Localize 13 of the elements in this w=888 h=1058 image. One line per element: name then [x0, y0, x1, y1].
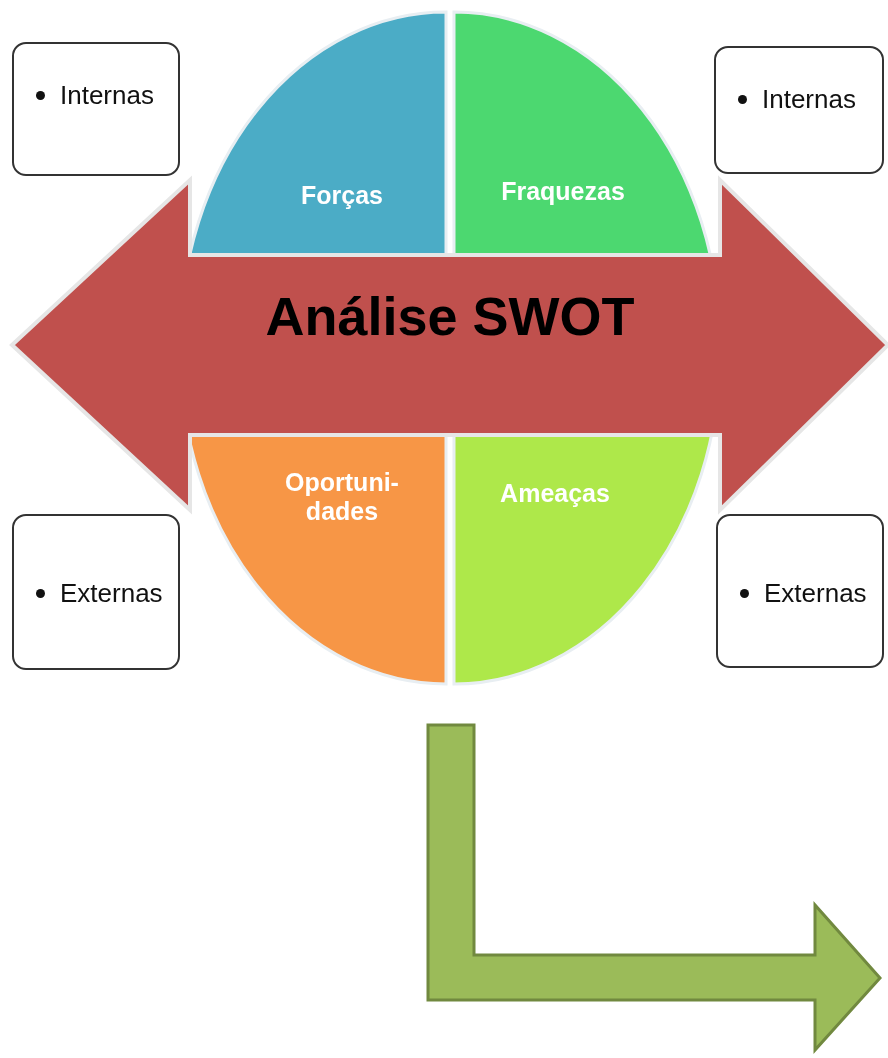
text-box — [12, 42, 180, 176]
text-box — [716, 514, 884, 668]
text-box — [714, 46, 884, 174]
text-box — [12, 514, 180, 670]
bullet-text: Internas — [762, 84, 856, 115]
quadrant-label: Forças — [300, 181, 384, 210]
bullet-text: Externas — [60, 578, 163, 609]
arrow-label: Análise SWOT — [264, 285, 636, 347]
quadrant-label: Ameaças — [499, 479, 611, 508]
bullet-text: Externas — [764, 578, 867, 609]
bullet-text: Internas — [60, 80, 154, 111]
quadrant-label: Fraquezas — [500, 177, 626, 206]
quadrant-label: Oportuni-dades — [284, 468, 400, 526]
